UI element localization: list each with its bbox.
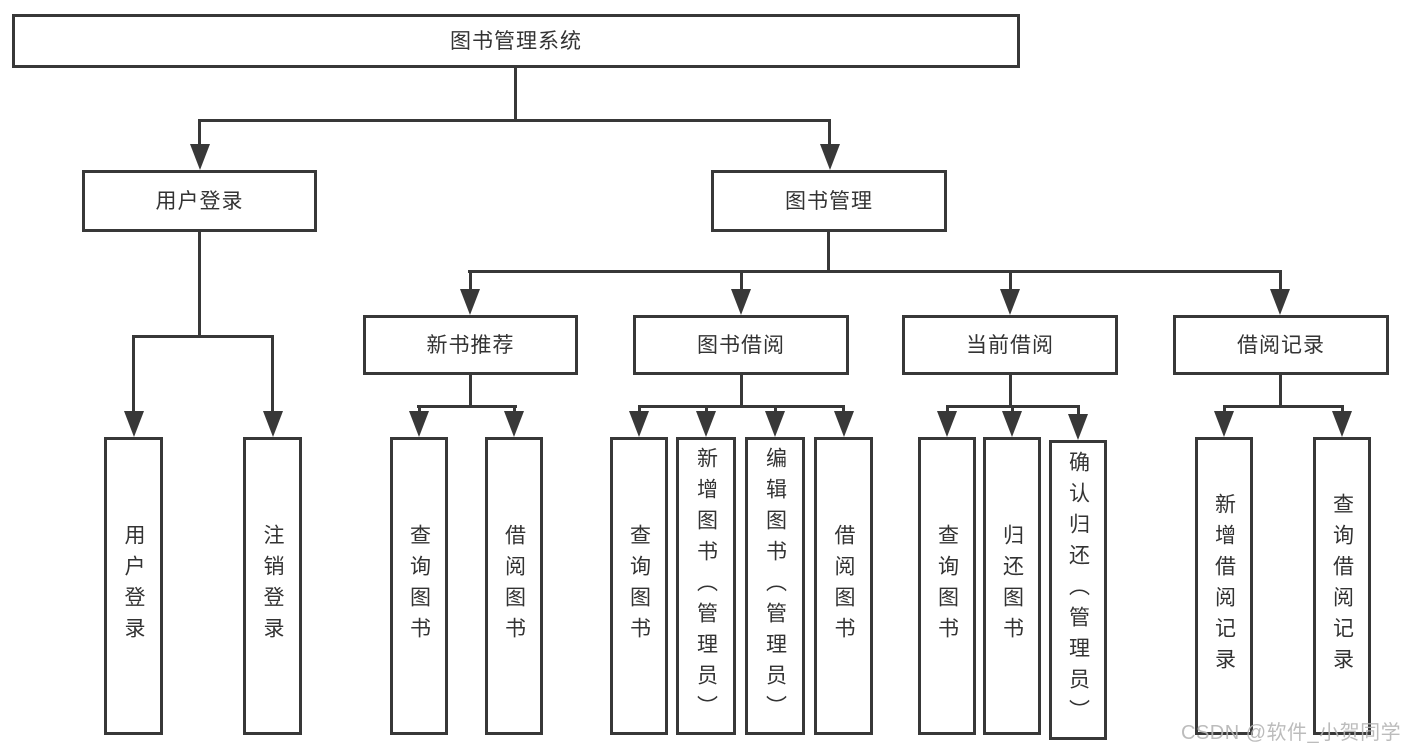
node-borrowing-records: 借阅记录 — [1173, 315, 1389, 375]
node-book-management: 图书管理 — [711, 170, 947, 232]
leaf-query-books-1: 查询图书 — [390, 437, 448, 735]
connector-line — [469, 375, 472, 407]
node-label: 用户登录 — [122, 524, 145, 648]
connector-line — [513, 405, 516, 414]
connector-line — [828, 119, 831, 147]
connector-line — [132, 335, 274, 338]
arrow-down-icon — [190, 144, 210, 170]
connector-line — [1223, 405, 1226, 414]
node-new-book-recommendation: 新书推荐 — [363, 315, 578, 375]
connector-line — [418, 405, 421, 414]
arrow-down-icon — [1214, 411, 1234, 437]
leaf-logout: 注销登录 — [243, 437, 302, 735]
node-current-borrowing: 当前借阅 — [902, 315, 1118, 375]
connector-line — [271, 335, 274, 413]
connector-line — [198, 119, 201, 147]
arrow-down-icon — [1000, 289, 1020, 315]
node-label: 借阅记录 — [1237, 333, 1325, 357]
node-label: 查询借阅记录 — [1330, 493, 1354, 679]
connector-line — [1009, 270, 1012, 292]
node-label: 用户登录 — [155, 189, 244, 213]
connector-line — [198, 119, 831, 122]
node-label: 新书推荐 — [426, 333, 515, 357]
arrow-down-icon — [820, 144, 840, 170]
connector-line — [774, 405, 777, 414]
node-label: 确认归还（管理员） — [1066, 450, 1090, 730]
leaf-confirm-return-admin: 确认归还（管理员） — [1049, 440, 1107, 740]
node-label: 编辑图书（管理员） — [763, 446, 787, 726]
arrow-down-icon — [696, 411, 716, 437]
leaf-add-books-admin: 新增图书（管理员） — [676, 437, 736, 735]
connector-line — [132, 335, 135, 413]
arrow-down-icon — [460, 289, 480, 315]
connector-line — [1341, 405, 1344, 414]
node-user-login: 用户登录 — [82, 170, 317, 232]
arrow-down-icon — [731, 289, 751, 315]
node-label: 查询图书 — [627, 524, 651, 648]
connector-line — [740, 270, 743, 292]
connector-line — [514, 68, 517, 121]
connector-line — [638, 405, 641, 414]
arrow-down-icon — [937, 411, 957, 437]
node-label: 归还图书 — [1000, 524, 1024, 648]
arrow-down-icon — [1332, 411, 1352, 437]
leaf-edit-books-admin: 编辑图书（管理员） — [745, 437, 805, 735]
arrow-down-icon — [834, 411, 854, 437]
node-root-library-management-system: 图书管理系统 — [12, 14, 1020, 68]
leaf-borrow-books-1: 借阅图书 — [485, 437, 543, 735]
arrow-down-icon — [124, 411, 144, 437]
connector-line — [1279, 270, 1282, 292]
node-book-borrowing: 图书借阅 — [633, 315, 849, 375]
leaf-query-borrow-record: 查询借阅记录 — [1313, 437, 1371, 735]
connector-line — [468, 270, 1282, 273]
connector-line — [469, 270, 472, 292]
node-label: 新增图书（管理员） — [694, 446, 718, 726]
arrow-down-icon — [409, 411, 429, 437]
node-label: 查询图书 — [407, 524, 431, 648]
arrow-down-icon — [1270, 289, 1290, 315]
arrow-down-icon — [263, 411, 283, 437]
node-label: 新增借阅记录 — [1212, 493, 1236, 679]
leaf-user-login: 用户登录 — [104, 437, 163, 735]
arrow-down-icon — [1002, 411, 1022, 437]
node-label: 借阅图书 — [502, 524, 526, 648]
arrow-down-icon — [629, 411, 649, 437]
connector-line — [705, 405, 708, 414]
arrow-down-icon — [1068, 414, 1088, 440]
connector-line — [1223, 405, 1343, 408]
node-label: 图书借阅 — [697, 333, 785, 357]
node-label: 注销登录 — [261, 524, 284, 648]
leaf-return-books: 归还图书 — [983, 437, 1041, 735]
node-label: 当前借阅 — [966, 333, 1054, 357]
leaf-add-borrow-record: 新增借阅记录 — [1195, 437, 1253, 735]
node-label: 图书管理系统 — [450, 29, 582, 53]
node-label: 查询图书 — [935, 524, 959, 648]
connector-line — [827, 232, 830, 272]
connector-line — [842, 405, 845, 414]
leaf-query-books-2: 查询图书 — [610, 437, 668, 735]
connector-line — [740, 375, 743, 407]
arrow-down-icon — [765, 411, 785, 437]
connector-line — [417, 405, 517, 408]
node-label: 借阅图书 — [832, 524, 855, 648]
connector-line — [198, 232, 201, 338]
connector-line — [1077, 405, 1080, 414]
node-label: 图书管理 — [785, 189, 873, 213]
connector-line — [1011, 405, 1014, 414]
connector-line — [946, 405, 949, 414]
leaf-borrow-books-2: 借阅图书 — [814, 437, 873, 735]
leaf-query-books-3: 查询图书 — [918, 437, 976, 735]
connector-line — [638, 405, 845, 408]
csdn-watermark: CSDN @软件_小贺同学 — [1181, 722, 1402, 744]
arrow-down-icon — [504, 411, 524, 437]
connector-line — [1279, 375, 1282, 407]
connector-line — [1009, 375, 1012, 407]
